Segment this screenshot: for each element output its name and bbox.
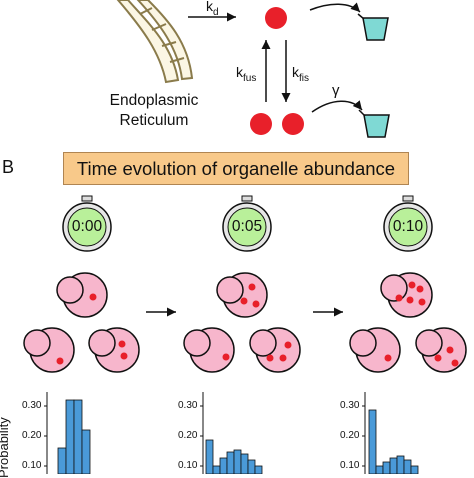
- hist2-tick-010: 0.10: [178, 460, 198, 471]
- histogram-ylabel: Probability: [0, 417, 11, 478]
- stopwatch-icon-1: [62, 195, 112, 252]
- stopwatch-icon-3: [383, 195, 433, 252]
- timer-label-1: 0:00: [71, 218, 103, 235]
- hist2-tick-030: 0.30: [178, 400, 198, 411]
- organelle-pair-right: [282, 113, 304, 135]
- timer-label-2: 0:05: [231, 218, 263, 235]
- hist2-tick-020: 0.20: [178, 430, 198, 441]
- degradation-arrow-bottom: [311, 100, 363, 113]
- banner-title: Time evolution of organelle abundance: [63, 152, 409, 185]
- er-label-line2: Reticulum: [119, 112, 189, 129]
- hist1-tick-010: 0.10: [22, 460, 42, 471]
- hist3-tick-010: 0.10: [340, 460, 360, 471]
- cell-group-t0: [23, 272, 140, 373]
- rate-kfus: kfus: [236, 64, 257, 84]
- beaker-icon-top: [357, 13, 389, 41]
- timer-label-3: 0:10: [392, 218, 424, 235]
- panel-label: B: [2, 157, 15, 177]
- hist3-tick-020: 0.20: [340, 430, 360, 441]
- beaker-icon-bottom: [358, 109, 390, 138]
- cell-group-t5: [183, 272, 301, 373]
- rate-kfis: kfis: [292, 64, 309, 84]
- er-label-line1: Endoplasmic: [109, 92, 199, 109]
- rate-gamma: γ: [332, 82, 340, 99]
- endoplasmic-reticulum-icon: [116, 0, 194, 84]
- organelle-single: [265, 7, 287, 29]
- degradation-arrow-top: [309, 2, 361, 13]
- hist1-tick-020: 0.20: [22, 430, 42, 441]
- hist3-tick-030: 0.30: [340, 400, 360, 411]
- histogram-t5: [200, 392, 263, 474]
- histogram-t10: [362, 392, 419, 474]
- histogram-t0: [44, 392, 91, 474]
- organelle-pair-left: [250, 113, 272, 135]
- rate-kd: kd: [206, 0, 219, 18]
- hist1-tick-030: 0.30: [22, 400, 42, 411]
- cell-group-t10: [349, 272, 467, 373]
- stopwatch-icon-2: [222, 195, 272, 252]
